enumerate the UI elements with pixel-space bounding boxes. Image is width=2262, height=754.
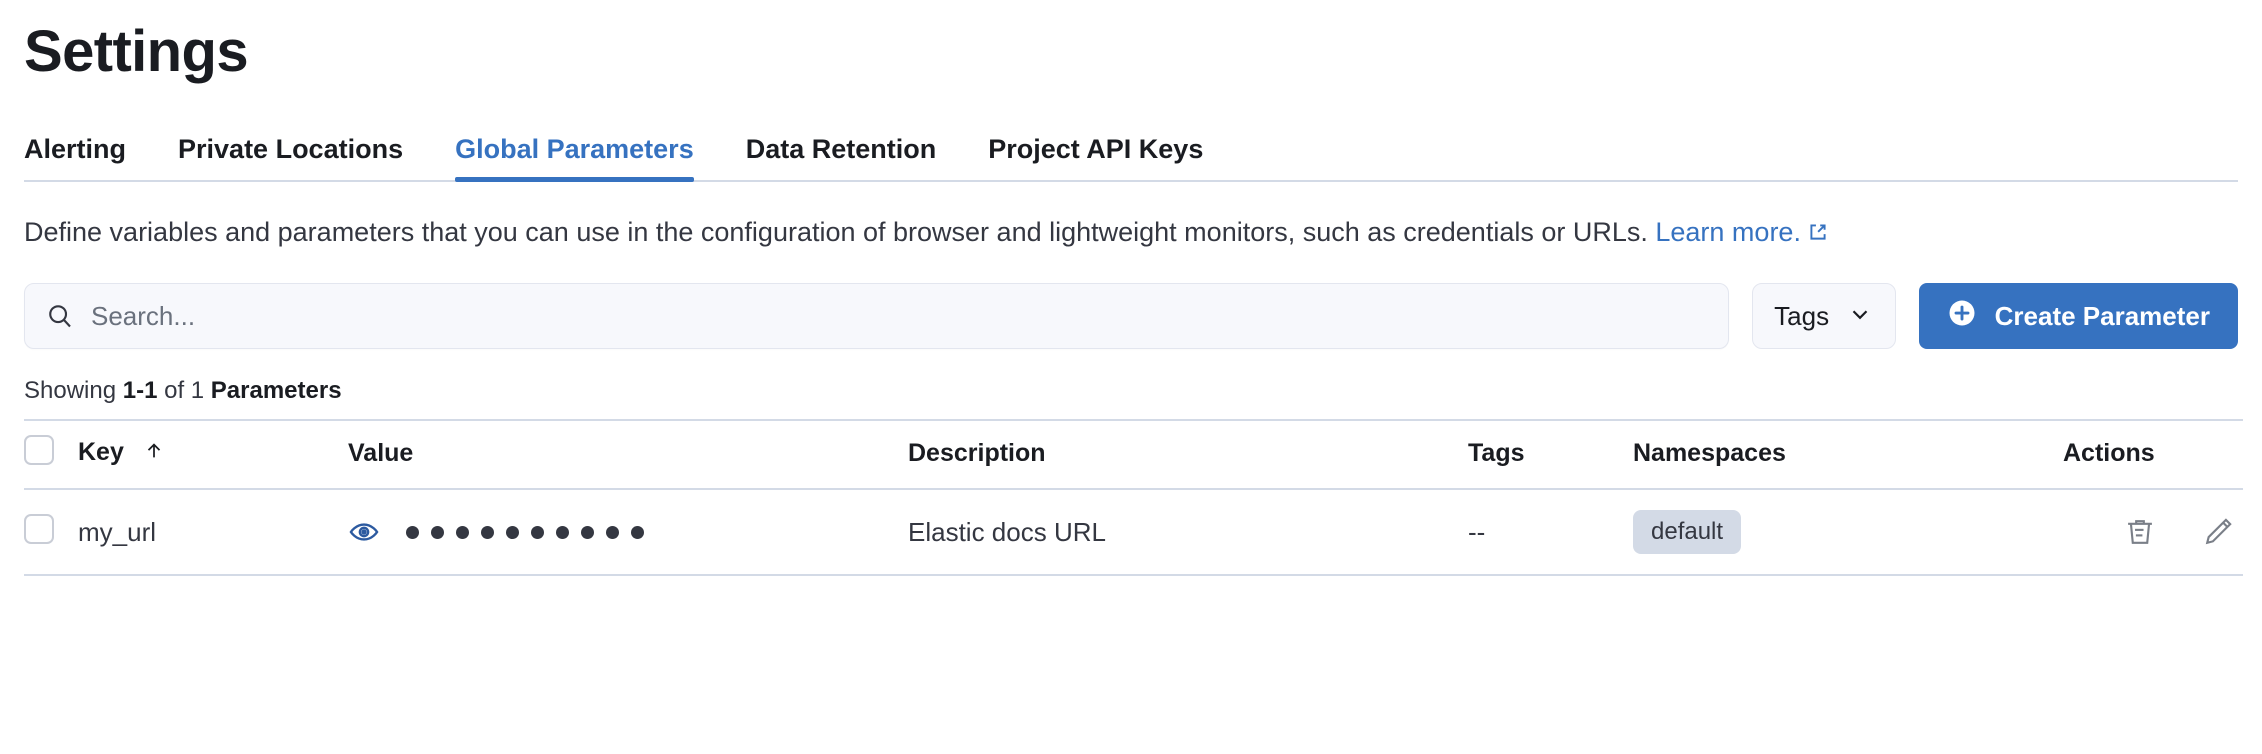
tab-data-retention[interactable]: Data Retention — [745, 134, 937, 164]
showing-prefix: Showing — [24, 377, 123, 404]
tab-alerting[interactable]: Alerting — [24, 134, 127, 164]
create-parameter-label: Create Parameter — [1994, 300, 2210, 331]
masked-dot — [456, 525, 469, 539]
tab-private-locations[interactable]: Private Locations — [178, 134, 404, 164]
search-box[interactable] — [24, 283, 1729, 349]
column-header-key[interactable]: Key — [78, 419, 348, 490]
masked-dot — [556, 525, 569, 539]
masked-dot — [506, 525, 519, 539]
select-all-header — [24, 419, 78, 490]
showing-range: 1-1 — [122, 377, 158, 404]
row-select-cell — [24, 489, 78, 576]
column-header-tags: Tags — [1468, 419, 1633, 490]
column-header-namespaces: Namespaces — [1633, 419, 2063, 490]
masked-dot — [481, 525, 494, 539]
tags-filter-select[interactable]: Tags — [1751, 283, 1896, 349]
table-header-row: Key Value Description Tags Namespaces Ac… — [24, 419, 2243, 490]
arrow-up-icon — [143, 440, 165, 469]
pencil-icon[interactable] — [2201, 515, 2235, 549]
row-select-checkbox[interactable] — [24, 513, 54, 544]
masked-dot — [406, 525, 419, 539]
column-header-description: Description — [908, 419, 1468, 490]
showing-entity: Parameters — [210, 377, 342, 404]
plus-circle-icon — [1947, 298, 1977, 335]
settings-tabs: Alerting Private Locations Global Parame… — [24, 124, 2238, 182]
select-all-checkbox[interactable] — [24, 435, 54, 465]
status-badge: default — [1633, 510, 1742, 554]
row-value-cell — [348, 489, 908, 576]
row-namespaces-cell: default — [1633, 489, 2063, 576]
row-key-cell: my_url — [78, 489, 348, 576]
parameters-table: Key Value Description Tags Namespaces Ac… — [24, 419, 2243, 576]
learn-more-link[interactable]: Learn more. — [1655, 217, 1801, 247]
search-input[interactable] — [91, 300, 1708, 332]
column-header-actions: Actions — [2063, 419, 2243, 490]
description-text: Define variables and parameters that you… — [24, 217, 1656, 247]
search-icon — [45, 301, 75, 331]
column-header-value: Value — [348, 419, 908, 490]
tags-filter-label: Tags — [1774, 300, 1830, 331]
trash-icon[interactable] — [2123, 515, 2157, 549]
chevron-down-icon — [1847, 301, 1873, 332]
controls-row: Tags Create Parameter — [24, 283, 2238, 349]
masked-dot — [531, 525, 544, 539]
page-description: Define variables and parameters that you… — [24, 208, 2238, 259]
page-title: Settings — [24, 19, 249, 84]
masked-value — [406, 525, 644, 539]
column-header-key-label: Key — [78, 438, 124, 466]
masked-dot — [581, 525, 594, 539]
create-parameter-button[interactable]: Create Parameter — [1918, 283, 2238, 349]
tab-project-api-keys[interactable]: Project API Keys — [988, 134, 1204, 164]
masked-dot — [431, 525, 444, 539]
eye-icon[interactable] — [348, 516, 380, 548]
row-description-cell: Elastic docs URL — [908, 489, 1468, 576]
masked-dot — [631, 525, 644, 539]
external-link-icon — [1807, 210, 1829, 259]
row-actions-cell — [2063, 489, 2243, 576]
masked-dot — [606, 525, 619, 539]
table-row: my_url Elastic docs URL — [24, 489, 2243, 576]
tab-global-parameters[interactable]: Global Parameters — [429, 134, 720, 182]
showing-count: Showing 1-1 of 1 Parameters — [24, 377, 2238, 405]
row-tags-cell: -- — [1468, 489, 1633, 576]
showing-middle: of 1 — [157, 377, 211, 404]
